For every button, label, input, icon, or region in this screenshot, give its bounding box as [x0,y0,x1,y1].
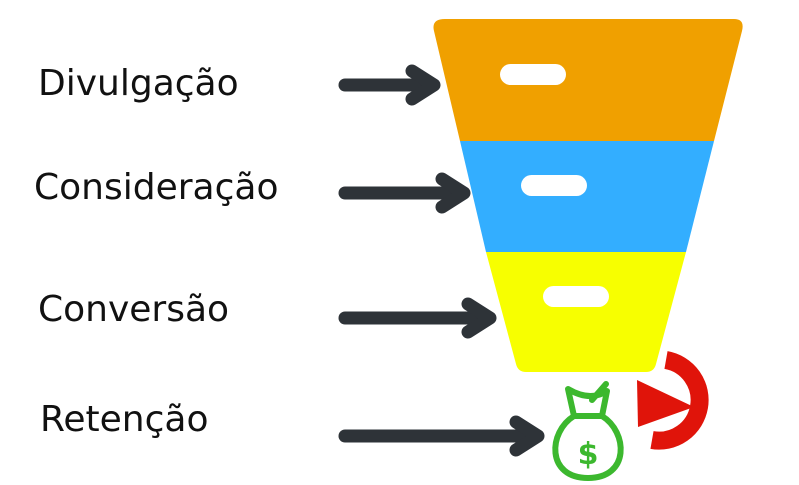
money-bag-dollar-symbol: $ [578,437,599,472]
funnel-band-divulgacao [433,19,743,141]
funnel-band-conversao [486,252,686,372]
arrow-consideracao [338,172,471,214]
stage-label-consideracao: Consideração [34,167,279,208]
funnel-band-consideracao [460,141,714,252]
arrow-retencao [338,415,545,457]
circular-arrow-icon [637,351,709,450]
funnel-band-highlight-3 [543,286,609,307]
stage-label-divulgacao: Divulgação [38,63,239,104]
arrow-conversao [338,297,497,339]
funnel-band-highlight-2 [521,175,587,196]
funnel [433,19,743,372]
money-bag-icon: $ [552,381,624,481]
stage-label-conversao: Conversão [38,289,230,330]
funnel-band-highlight-1 [500,64,566,85]
stage-arrows [338,64,545,457]
stage-label-retencao: Retenção [40,399,209,440]
arrow-divulgacao [338,64,441,106]
